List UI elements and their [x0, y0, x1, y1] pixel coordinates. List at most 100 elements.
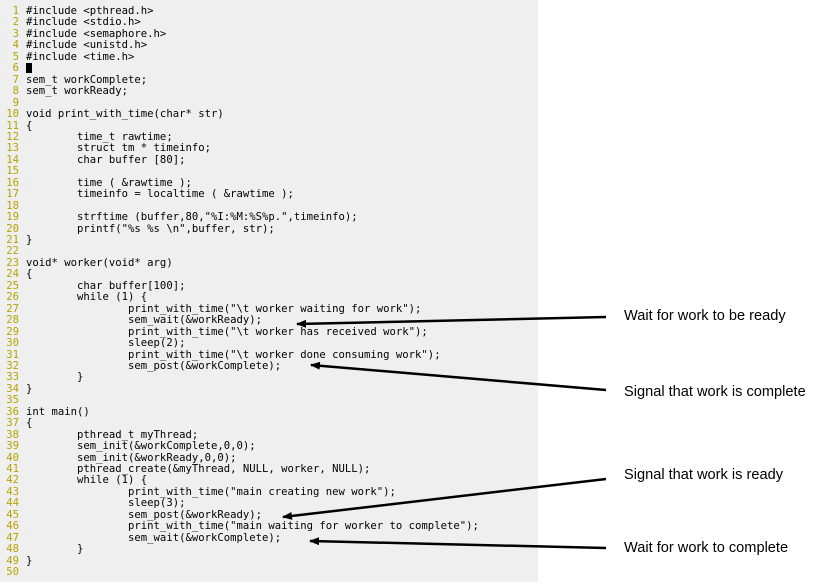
line-number: 44	[6, 497, 19, 510]
code-line: 17 timeinfo = localtime ( &rawtime );	[0, 189, 538, 201]
line-number: 2	[12, 16, 19, 29]
code-line: 19 strftime (buffer,80,"%I:%M:%S%p.",tim…	[0, 212, 538, 224]
code-line: 15	[0, 166, 538, 178]
code-text: sem_init(&workReady,0,0);	[26, 451, 237, 464]
code-line: 25 char buffer[100];	[0, 279, 538, 293]
line-number: 33	[6, 371, 19, 384]
code-text: while (1) {	[26, 291, 148, 304]
line-number: 14	[6, 153, 19, 166]
line-number: 31	[6, 348, 19, 361]
code-line: 9	[0, 97, 538, 110]
code-text: }	[26, 543, 84, 556]
line-number: 11	[6, 119, 19, 132]
code-line: 27 print_with_time("\t worker waiting fo…	[0, 302, 538, 316]
line-number: 39	[6, 440, 19, 453]
code-text: print_with_time("main creating new work"…	[26, 485, 396, 498]
code-text: print_with_time("main waiting for worker…	[26, 520, 479, 533]
code-line: 48 }	[0, 544, 538, 556]
arrow-signal-ready	[282, 477, 607, 520]
code-text: sem_init(&workComplete,0,0);	[26, 440, 256, 453]
code-line: 28 sem_wait(&workReady);	[0, 315, 538, 327]
line-number: 28	[6, 314, 19, 327]
line-number: 21	[6, 234, 19, 246]
code-text: struct tm * timeinfo;	[26, 142, 211, 155]
code-text	[26, 63, 32, 76]
line-number: 38	[6, 428, 19, 441]
code-text: sem_t workReady;	[26, 85, 129, 98]
code-text: char buffer[100];	[26, 279, 186, 292]
code-line: 14 char buffer [80];	[0, 153, 538, 167]
code-editor[interactable]: 1#include <pthread.h>2#include <stdio.h>…	[0, 0, 538, 582]
code-line: 40 sem_init(&workReady,0,0);	[0, 451, 538, 465]
code-text: sleep(3);	[26, 497, 186, 510]
line-number: 5	[12, 50, 19, 63]
line-number: 7	[12, 73, 19, 86]
line-number: 10	[6, 108, 19, 121]
arrow-wait-ready	[296, 315, 607, 328]
line-number: 48	[6, 543, 19, 556]
code-text: sem_post(&workComplete);	[26, 359, 282, 372]
text-cursor	[26, 63, 32, 74]
code-line: 5#include <time.h>	[0, 50, 538, 64]
line-number: 16	[6, 176, 19, 189]
line-number: 12	[6, 130, 19, 143]
code-line: 46 print_with_time("main waiting for wor…	[0, 521, 538, 533]
code-text: {	[26, 119, 33, 132]
line-number: 20	[6, 222, 19, 235]
code-line: 13 struct tm * timeinfo;	[0, 143, 538, 155]
code-line: 36 int main()	[0, 405, 538, 419]
code-line: 21}	[0, 234, 538, 247]
code-text: while (1) {	[26, 474, 148, 487]
code-text: sleep(2);	[26, 337, 186, 350]
code-line: 12 time_t rawtime;	[0, 130, 538, 144]
code-line: 47 sem_wait(&workComplete);	[0, 532, 538, 545]
code-text: printf("%s %s \n",buffer, str);	[26, 222, 275, 235]
code-line: 41 pthread_create(&myThread, NULL, worke…	[0, 463, 538, 476]
code-line: 33 }	[0, 372, 538, 384]
code-text: {	[26, 268, 33, 281]
code-line: 49}	[0, 554, 538, 568]
code-text: }	[26, 554, 33, 567]
code-line: 20 printf("%s %s \n",buffer, str);	[0, 222, 538, 236]
line-number: 49	[6, 554, 19, 567]
line-number: 45	[6, 508, 19, 521]
line-number: 19	[6, 211, 19, 224]
line-number: 40	[6, 451, 19, 464]
code-line: 16 time ( &rawtime );	[0, 176, 538, 190]
line-number: 37	[6, 417, 19, 430]
line-number: 25	[6, 279, 19, 292]
code-text: }	[26, 234, 33, 246]
code-line: 31 print_with_time("\t worker done consu…	[0, 348, 538, 362]
code-text: timeinfo = localtime ( &rawtime );	[26, 188, 294, 201]
line-number: 23	[6, 256, 19, 269]
arrow-wait-complete	[309, 537, 607, 550]
code-line: 29 print_with_time("\t worker has receiv…	[0, 326, 538, 339]
code-line: 4#include <unistd.h>	[0, 40, 538, 52]
code-text: int main()	[26, 405, 90, 418]
line-number: 26	[6, 291, 19, 304]
code-text: {	[26, 417, 33, 430]
code-line: 37 {	[0, 418, 538, 430]
code-line: 45 sem_post(&workReady);	[0, 508, 538, 522]
line-number: 22	[6, 245, 19, 258]
line-number: 18	[6, 199, 19, 212]
line-number: 42	[6, 474, 19, 487]
annotation-signal-complete: Signal that work is complete	[624, 384, 806, 400]
line-number: 41	[6, 463, 19, 475]
line-number: 43	[6, 485, 19, 498]
line-number: 36	[6, 405, 19, 418]
code-text: print_with_time("\t worker waiting for w…	[26, 302, 422, 315]
code-text: void print_with_time(char* str)	[26, 108, 224, 121]
code-line: 18	[0, 199, 538, 213]
line-number: 27	[6, 302, 19, 315]
line-number: 24	[6, 268, 19, 281]
code-line: 22	[0, 246, 538, 258]
code-text: void* worker(void* arg)	[26, 256, 173, 269]
code-text: sem_wait(&workReady);	[26, 314, 262, 327]
line-number: 6	[12, 62, 19, 75]
line-number: 46	[6, 520, 19, 533]
line-number: 3	[12, 27, 19, 40]
code-text: pthread_t myThread;	[26, 428, 199, 441]
